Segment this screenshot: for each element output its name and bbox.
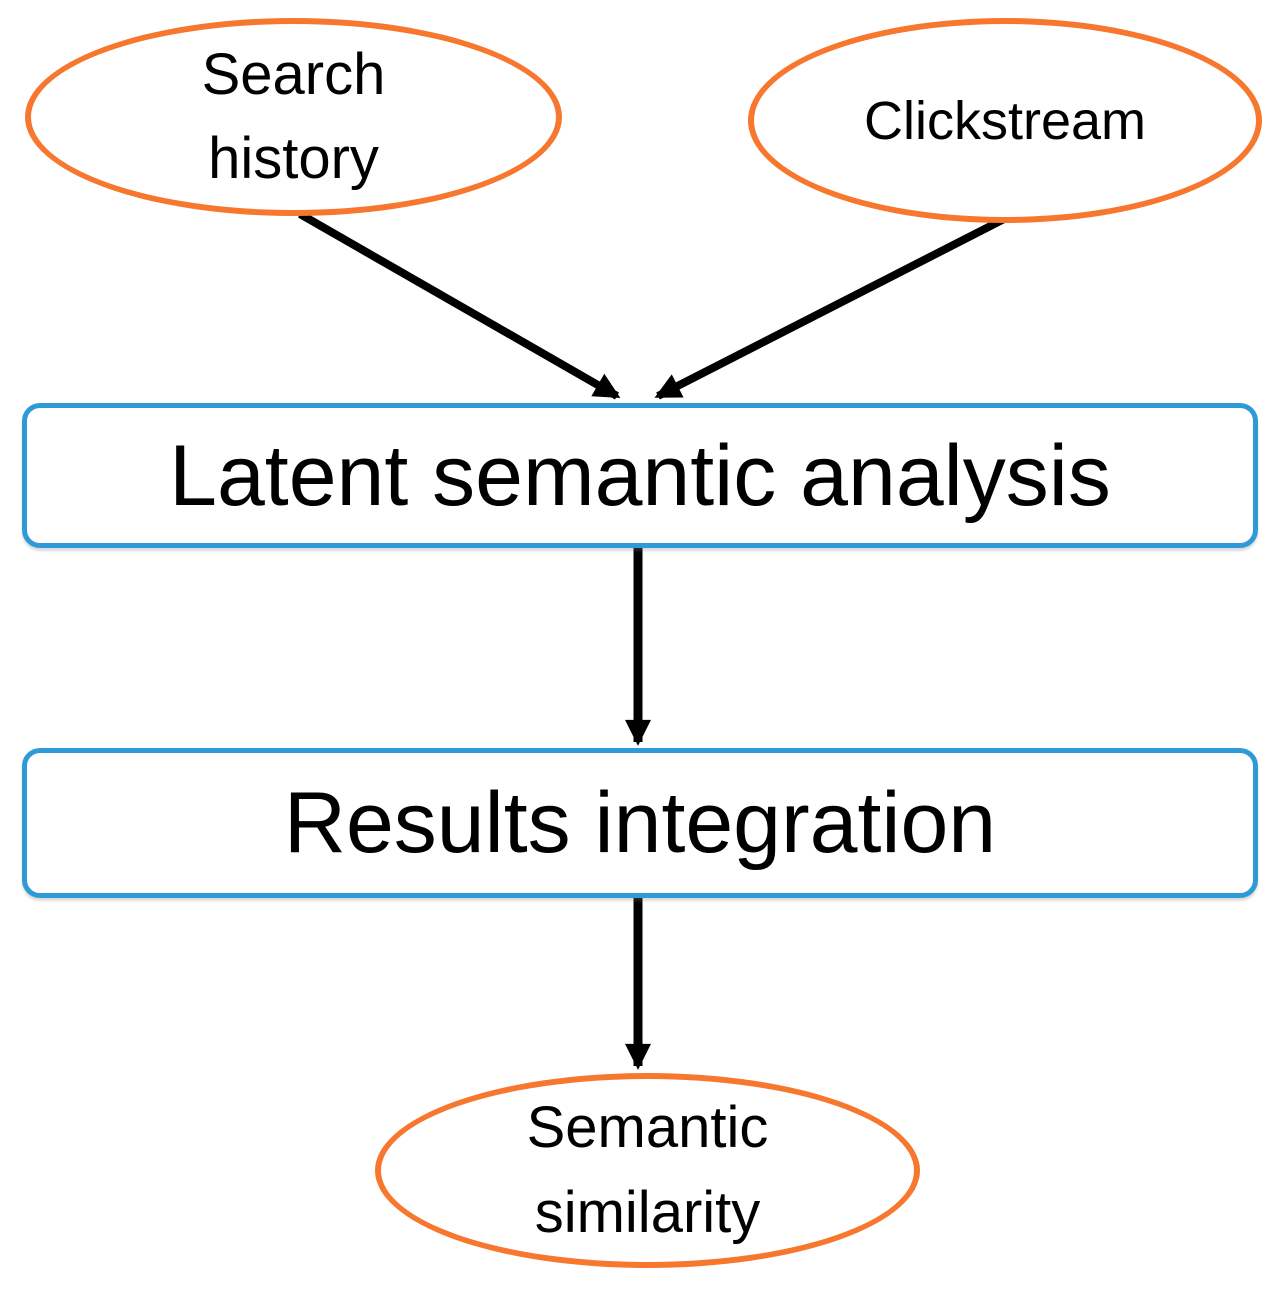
results-integration-label: Results integration — [283, 775, 997, 871]
search-history-label: Search history — [202, 33, 386, 201]
node-clickstream: Clickstream — [748, 18, 1262, 223]
semantic-similarity-line2: similarity — [534, 1179, 761, 1245]
search-history-line1: Search — [201, 41, 386, 107]
node-search-history: Search history — [25, 18, 562, 216]
clickstream-label: Clickstream — [863, 90, 1147, 151]
semantic-similarity-line1: Semantic — [526, 1095, 769, 1161]
node-semantic-similarity: Semantic similarity — [375, 1073, 920, 1268]
node-results-integration: Results integration — [22, 748, 1258, 898]
node-latent-semantic-analysis: Latent semantic analysis — [22, 403, 1258, 548]
search-history-line2: history — [208, 126, 379, 191]
semantic-similarity-label: Semantic similarity — [527, 1086, 769, 1254]
edge-search-history-to-lsa — [298, 210, 621, 400]
edge-clickstream-to-lsa — [654, 212, 1012, 400]
latent-semantic-analysis-label: Latent semantic analysis — [169, 427, 1111, 524]
